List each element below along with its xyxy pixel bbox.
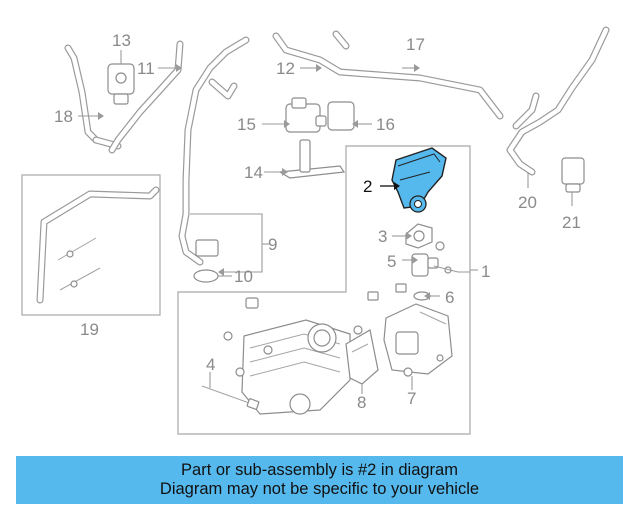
banner-disclaimer-line: Diagram may not be specific to your vehi… [159, 480, 480, 498]
leader-part-2 [380, 182, 400, 190]
callout-5: 5 [387, 252, 396, 271]
solenoid-15 [285, 97, 327, 133]
leader-lines [78, 50, 573, 394]
callout-15: 15 [237, 115, 256, 134]
callout-16: 16 [376, 115, 395, 134]
callouts: 1 2 3 4 5 6 7 8 9 10 11 12 13 14 15 16 1… [54, 31, 581, 412]
callout-6: 6 [445, 288, 454, 307]
vent-valve-13 [107, 63, 135, 105]
callout-9: 9 [268, 235, 277, 254]
callout-18: 18 [54, 107, 73, 126]
banner-part-line: Part or sub-assembly is #2 in diagram [181, 461, 458, 479]
callout-13: 13 [112, 31, 131, 50]
connector-16 [327, 101, 355, 131]
callout-4: 4 [206, 355, 215, 374]
callout-3: 3 [378, 227, 387, 246]
callout-14: 14 [244, 163, 263, 182]
gasket-10 [193, 269, 219, 283]
callout-20: 20 [518, 193, 537, 212]
callout-12: 12 [276, 59, 295, 78]
seal-6 [367, 283, 431, 301]
callout-2: 2 [363, 177, 372, 196]
callout-8: 8 [357, 393, 366, 412]
hose-12-17 [272, 30, 504, 120]
info-banner: Part or sub-assembly is #2 in diagram Di… [16, 456, 623, 504]
pump-part-2 [391, 147, 447, 213]
tube-19 [36, 186, 160, 304]
bracket-14 [278, 139, 346, 179]
bracket-8 [345, 325, 379, 385]
callout-10: 10 [234, 267, 253, 286]
callout-17: 17 [406, 35, 425, 54]
callout-11: 11 [137, 59, 155, 78]
bolt-4 [201, 385, 260, 410]
callout-19: 19 [80, 320, 99, 339]
callout-7: 7 [407, 389, 416, 408]
callout-21: 21 [562, 213, 581, 232]
leader-arrows [98, 64, 430, 300]
cooler-body [223, 297, 351, 415]
valve-7 [383, 303, 453, 377]
pipe-9 [178, 36, 250, 266]
pipe-20 [506, 26, 610, 176]
box-19 [21, 174, 161, 316]
hose-18 [64, 44, 122, 150]
sensor-21 [561, 157, 585, 193]
gasket-3 [405, 223, 445, 251]
callout-1: 1 [481, 262, 490, 281]
sensor-5 [411, 253, 452, 277]
box-1 [177, 145, 471, 435]
